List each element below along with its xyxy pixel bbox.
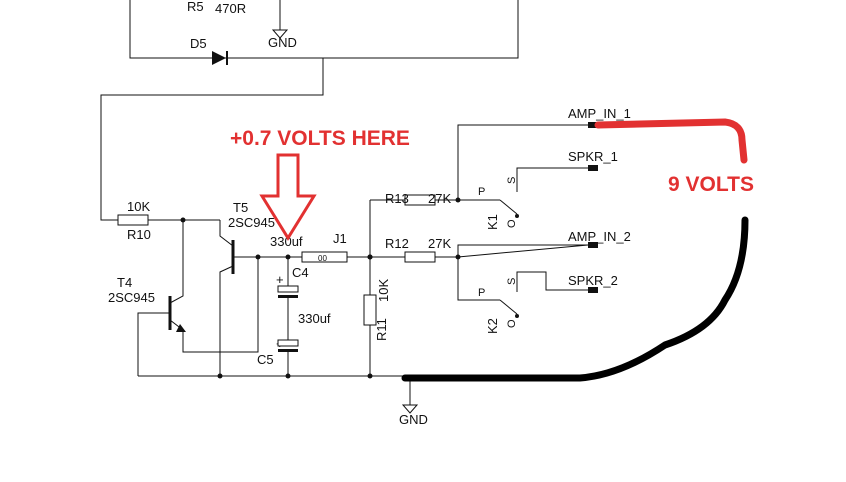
gnd-top-label: GND bbox=[268, 35, 297, 50]
voltage-note-right: 9 VOLTS bbox=[668, 173, 754, 196]
t4-ref: T4 bbox=[117, 275, 132, 290]
channel-1: AMP_IN_1 P SPKR_1 S O K1 bbox=[457, 106, 631, 230]
c4-ref: C4 bbox=[292, 265, 309, 280]
d5-diode bbox=[212, 51, 226, 65]
k1-o: O bbox=[506, 219, 518, 228]
amp-in-2-label: AMP_IN_2 bbox=[568, 229, 631, 244]
c4-body bbox=[277, 285, 299, 293]
c4-plus: + bbox=[276, 272, 284, 287]
r11-ref: R11 bbox=[374, 318, 389, 341]
spkr-2-label: SPKR_2 bbox=[568, 273, 618, 288]
r10-value: 10K bbox=[127, 199, 150, 214]
t5-part: 2SC945 bbox=[228, 215, 275, 230]
j1-body-text: 00 bbox=[318, 254, 327, 263]
r13-ref: R13 bbox=[385, 191, 409, 206]
r10-body bbox=[117, 214, 149, 226]
down-arrow-icon bbox=[259, 153, 317, 241]
j1: J1 00 bbox=[301, 231, 405, 263]
r13-value: 27K bbox=[428, 191, 451, 206]
voltage-annotation-right: 9 VOLTS bbox=[594, 118, 754, 196]
c5-ref: C5 bbox=[257, 352, 274, 367]
t5-transistor: T5 2SC945 bbox=[217, 200, 275, 379]
r11-value: 10K bbox=[376, 279, 391, 302]
ground-rail: GND bbox=[138, 375, 428, 427]
t4-transistor: T4 2SC945 bbox=[108, 220, 261, 376]
k2-p: P bbox=[478, 287, 485, 299]
k2-o: O bbox=[506, 319, 518, 328]
r5-value: 470R bbox=[215, 1, 246, 16]
gnd-symbol-bottom bbox=[401, 404, 419, 414]
k2-s: S bbox=[506, 278, 518, 285]
voltage-note-top: +0.7 VOLTS HERE bbox=[230, 127, 410, 150]
c5-body bbox=[277, 339, 299, 347]
d5-ref: D5 bbox=[190, 36, 207, 51]
r12: R12 27K bbox=[385, 236, 461, 263]
t4-part: 2SC945 bbox=[108, 290, 155, 305]
gnd-symbol-top bbox=[271, 29, 289, 39]
red-marker-line bbox=[594, 118, 748, 164]
r12-body bbox=[404, 251, 436, 263]
k1-ref: K1 bbox=[485, 214, 500, 230]
channel-2: AMP_IN_2 P SPKR_2 S O K2 bbox=[457, 229, 631, 334]
r12-ref: R12 bbox=[385, 236, 409, 251]
k1-p: P bbox=[478, 186, 485, 198]
black-marker-line bbox=[401, 216, 749, 382]
t5-ref: T5 bbox=[233, 200, 248, 215]
amp-in-1-label: AMP_IN_1 bbox=[568, 106, 631, 121]
top-section: R5 470R GND D5 bbox=[100, 0, 519, 221]
voltage-annotation-top: +0.7 VOLTS HERE bbox=[230, 127, 410, 241]
spkr-1-label: SPKR_1 bbox=[568, 149, 618, 164]
c4-value: 330uf bbox=[270, 234, 303, 249]
k1-s: S bbox=[506, 177, 518, 184]
capacitors: 330uf C4 + 330uf + C5 bbox=[257, 234, 331, 379]
k2-ref: K2 bbox=[485, 318, 500, 334]
r10-ref: R10 bbox=[127, 227, 151, 242]
c5-value: 330uf bbox=[298, 311, 331, 326]
j1-ref: J1 bbox=[333, 231, 347, 246]
r10: 10K R10 bbox=[117, 199, 220, 242]
r11: 10K R11 bbox=[363, 200, 391, 379]
gnd-bottom-label: GND bbox=[399, 412, 428, 427]
r13: R13 27K bbox=[367, 191, 461, 260]
r5-ref: R5 bbox=[187, 0, 204, 14]
r12-value: 27K bbox=[428, 236, 451, 251]
